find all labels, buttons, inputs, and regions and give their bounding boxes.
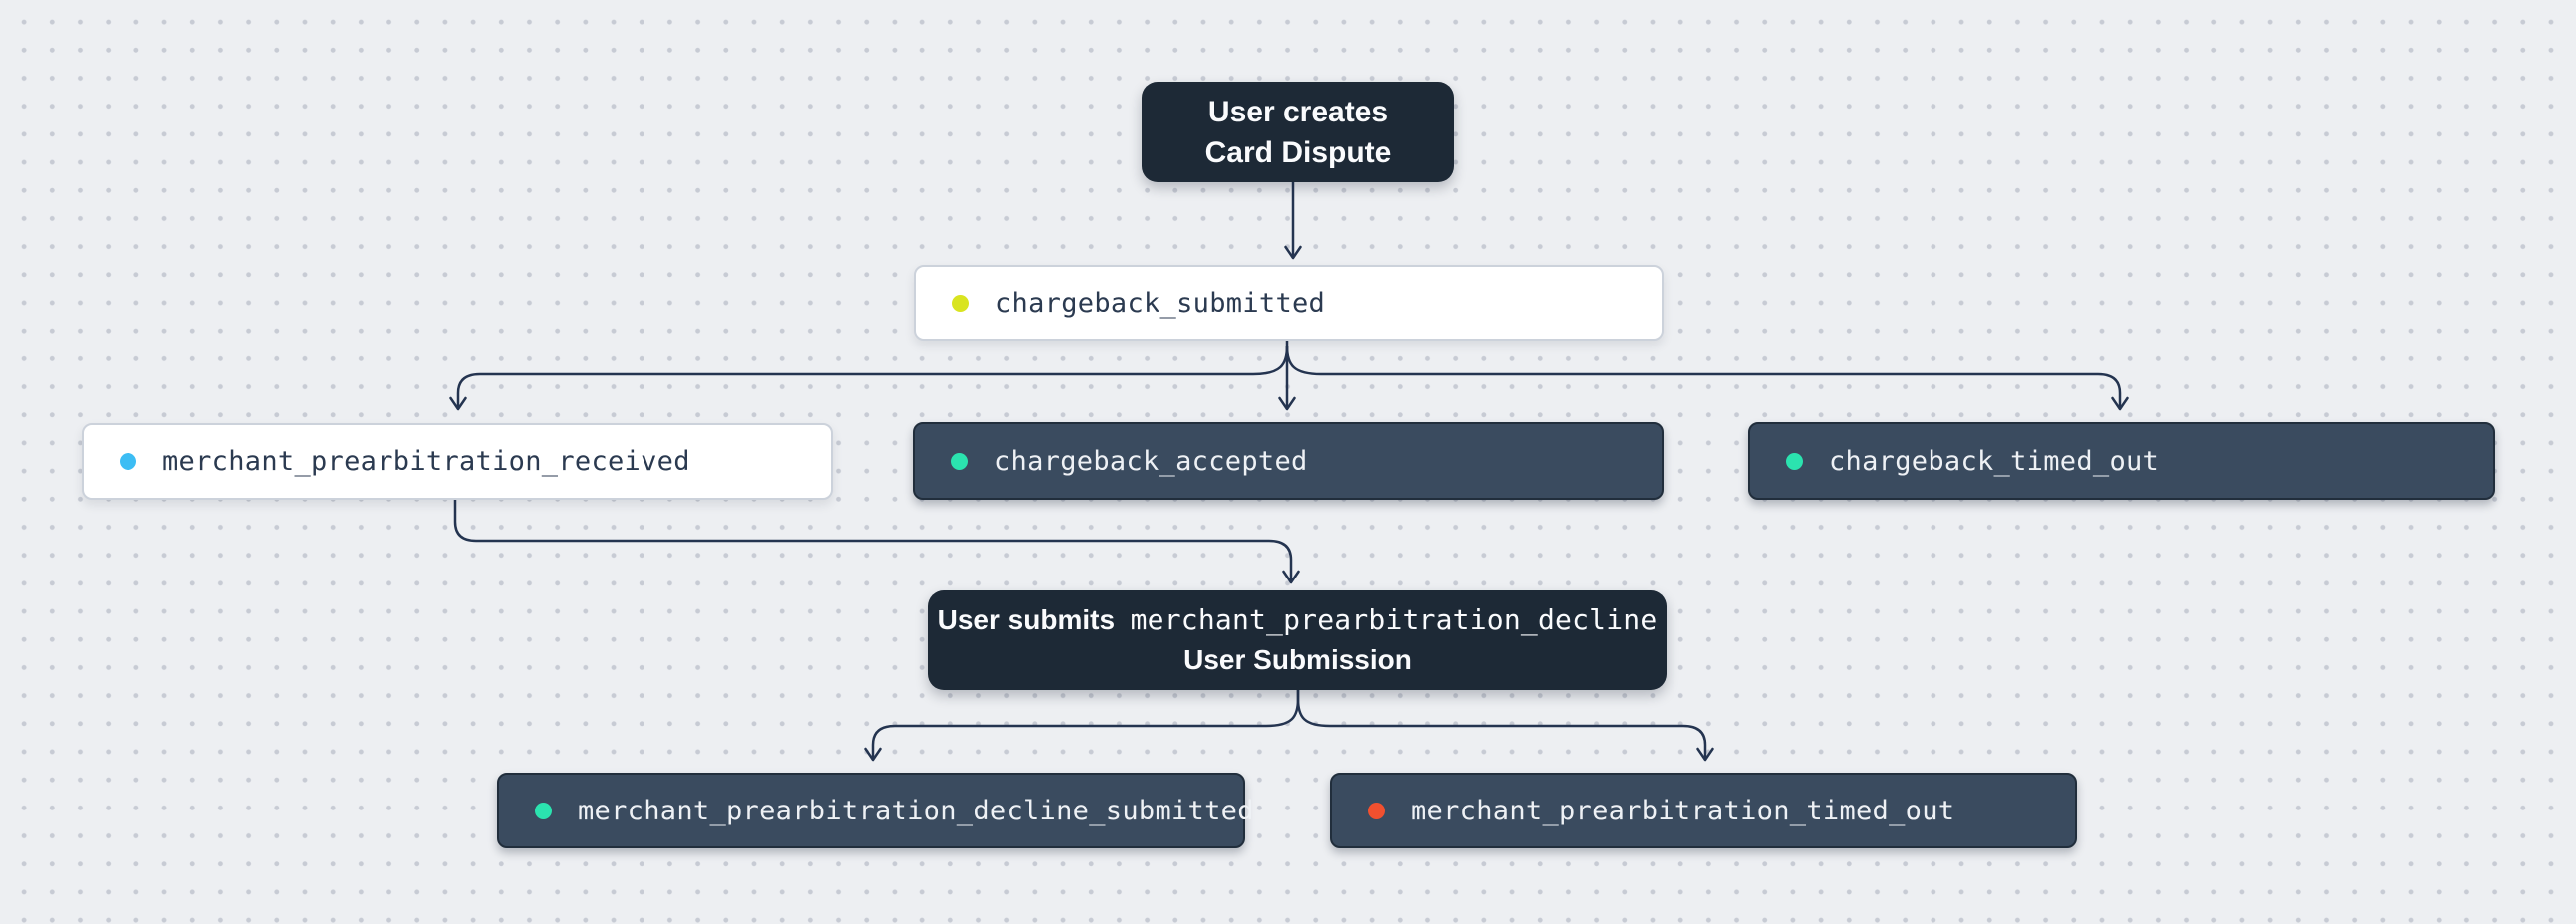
node-merchant-prearbitration-timed-out[interactable]: merchant_prearbitration_timed_out — [1330, 773, 2077, 848]
edge-received-to-user-submits — [453, 498, 1300, 584]
node-user-submits-merchant-prearbitration-decline[interactable]: User submits merchant_prearbitration_dec… — [928, 590, 1667, 690]
event-label: merchant_prearbitration_received — [162, 446, 690, 477]
edge-submit-to-merchant-timed-out — [1296, 688, 1714, 762]
event-label: merchant_prearbitration_decline_submitte… — [578, 795, 1254, 826]
event-label: merchant_prearbitration_timed_out — [1411, 795, 1955, 826]
node-label-line: User submits merchant_prearbitration_dec… — [938, 600, 1658, 640]
status-dot-icon — [1368, 802, 1385, 819]
status-dot-icon — [535, 802, 552, 819]
node-merchant-prearbitration-received[interactable]: merchant_prearbitration_received — [82, 423, 833, 500]
node-label-code: merchant_prearbitration_decline — [1130, 603, 1658, 636]
status-dot-icon — [120, 453, 136, 470]
status-dot-icon — [1786, 452, 1803, 470]
node-label-line: Card Dispute — [1204, 135, 1392, 169]
node-merchant-prearbitration-decline-submitted[interactable]: merchant_prearbitration_decline_submitte… — [497, 773, 1253, 848]
node-chargeback-accepted[interactable]: chargeback_accepted — [913, 422, 1664, 500]
status-dot-icon — [951, 452, 968, 470]
event-label: chargeback_submitted — [995, 287, 1326, 319]
node-label-text: User submits — [937, 604, 1116, 635]
node-chargeback-submitted[interactable]: chargeback_submitted — [914, 265, 1664, 341]
event-label: chargeback_timed_out — [1829, 445, 2160, 477]
edge-split-to-chargeback-timed-out — [1285, 345, 2129, 411]
status-dot-icon — [952, 294, 969, 312]
node-label-line: User creates — [1207, 95, 1389, 128]
edge-split-to-merchant-prearbitration-received — [449, 345, 1289, 411]
event-label: chargeback_accepted — [994, 445, 1308, 477]
node-label-line: User Submission — [1183, 644, 1412, 675]
edge-submit-to-decline-submitted — [864, 688, 1300, 762]
node-chargeback-timed-out[interactable]: chargeback_timed_out — [1748, 422, 2495, 500]
node-user-creates-card-dispute[interactable]: User creates Card Dispute — [1142, 82, 1454, 182]
